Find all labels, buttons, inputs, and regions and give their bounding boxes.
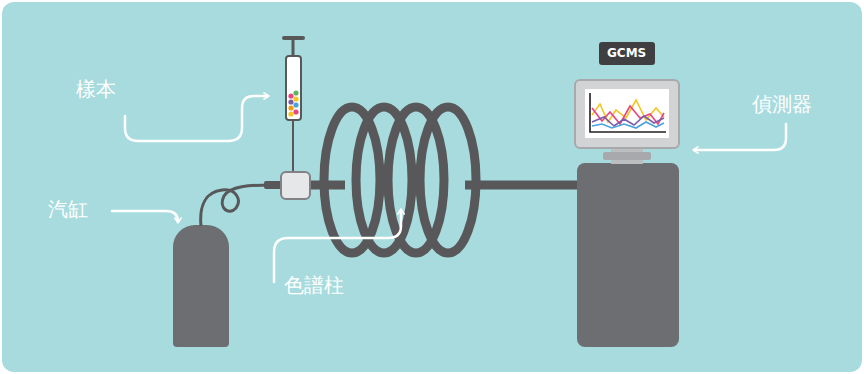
leader-lines [112,96,786,282]
leader-line [694,124,786,150]
monitor-stand-base [603,152,651,160]
instrument-tag: GCMS [599,42,655,65]
part-label: 汽缸 [48,197,88,221]
part-label: 樣本 [76,77,116,101]
tag-text: GCMS [607,46,647,60]
leader-line [274,210,401,282]
gas-tube [201,185,270,226]
monitor [575,80,679,148]
leader-line [125,96,268,141]
syringe-barrel [286,56,301,120]
leader-line [112,211,178,222]
injector-port [281,172,310,199]
part-label: 偵測器 [752,92,812,116]
monitor-screen [585,89,669,138]
column-tube [465,181,580,190]
gas-cylinder-body [173,250,229,347]
gas-cylinder [173,225,229,347]
syringe-needle [292,120,294,172]
sample-dots [288,90,298,116]
chromatogram [590,93,666,132]
instrument-body [577,163,679,347]
part-label: 色譜柱 [284,273,344,297]
